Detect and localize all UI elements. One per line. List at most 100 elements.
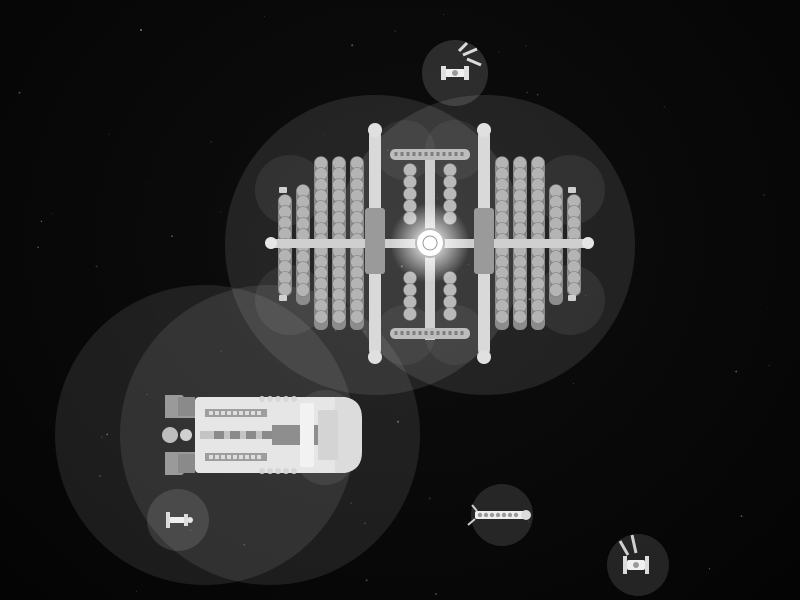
- pod: [314, 310, 328, 324]
- carrier-deck-details: [209, 396, 297, 474]
- frigate-stud: [507, 512, 513, 518]
- pylon-cap: [477, 123, 491, 137]
- bar-stud: [460, 331, 464, 335]
- frigate-stud: [495, 512, 501, 518]
- frigate-bottom[interactable]: [467, 504, 531, 526]
- engine-nozzle: [178, 397, 195, 416]
- star: [435, 593, 437, 595]
- hull-turret: [259, 468, 265, 474]
- deck-panel: [214, 431, 224, 439]
- deck-slot: [233, 455, 237, 459]
- star: [397, 420, 400, 423]
- star: [663, 106, 665, 108]
- frigate-turret: [521, 510, 531, 520]
- bar-stud: [448, 331, 452, 335]
- pod: [513, 310, 527, 324]
- station-top-bar: [390, 149, 470, 160]
- bar-stud: [418, 331, 422, 335]
- pylon-cap: [477, 350, 491, 364]
- star: [708, 568, 711, 570]
- pod: [549, 283, 563, 297]
- bar-stud: [436, 331, 440, 335]
- deck-slot: [209, 455, 213, 459]
- bar-stud: [454, 152, 458, 156]
- bar-stud: [400, 152, 404, 156]
- stern-turret: [180, 429, 192, 441]
- bar-stud: [454, 331, 458, 335]
- station-turret-icon: [279, 187, 576, 301]
- deck-slot: [233, 411, 237, 415]
- truss-end-cap: [265, 237, 277, 249]
- star: [100, 436, 103, 439]
- star: [437, 197, 439, 199]
- hull-turret: [259, 396, 265, 402]
- hull-turret: [291, 468, 297, 474]
- deck-slot: [209, 411, 213, 415]
- fighter-wing: [464, 66, 469, 80]
- deck-slot: [245, 455, 249, 459]
- star: [443, 13, 445, 16]
- deck-slot: [245, 411, 249, 415]
- fighter-wing: [623, 556, 627, 574]
- bar-stud: [448, 152, 452, 156]
- frigate-stud: [513, 512, 519, 518]
- frigate-stud: [483, 512, 489, 518]
- hull-turret: [291, 396, 297, 402]
- star: [61, 528, 63, 529]
- star: [394, 30, 396, 32]
- star: [37, 246, 39, 249]
- star: [108, 133, 110, 135]
- space-station[interactable]: [265, 123, 594, 364]
- star: [99, 474, 102, 477]
- star: [139, 28, 143, 32]
- bar-stud: [424, 152, 428, 156]
- deck-panel: [230, 431, 240, 439]
- star: [528, 298, 531, 301]
- star: [767, 308, 768, 310]
- pod: [332, 310, 346, 324]
- fighter-cockpit: [452, 70, 458, 76]
- bar-stud: [394, 152, 398, 156]
- pod: [403, 283, 417, 297]
- engine-nozzle: [178, 454, 195, 473]
- pod: [443, 187, 457, 201]
- pod: [443, 307, 457, 321]
- bow-tower: [300, 403, 314, 467]
- star: [210, 141, 213, 143]
- fighter-wing: [645, 556, 649, 574]
- star: [146, 394, 148, 395]
- pylon-cap: [368, 123, 382, 137]
- deck-slot: [227, 411, 231, 415]
- star: [585, 294, 587, 296]
- star: [387, 149, 389, 152]
- fighter-top[interactable]: [441, 41, 482, 80]
- star: [134, 22, 136, 23]
- fighter-left[interactable]: [166, 512, 193, 528]
- star: [40, 220, 43, 223]
- pod: [443, 175, 457, 189]
- bar-stud: [406, 331, 410, 335]
- pod: [403, 163, 417, 177]
- hull-turret: [283, 396, 289, 402]
- hull-turret: [275, 396, 281, 402]
- deck-slot: [251, 455, 255, 459]
- capital-ship[interactable]: [162, 395, 362, 475]
- fighter-wing: [184, 514, 188, 526]
- fighter-bottom-right[interactable]: [618, 534, 649, 574]
- star: [159, 316, 161, 318]
- frigate-stud: [501, 512, 507, 518]
- frigate-stud: [489, 512, 495, 518]
- bar-stud: [460, 152, 464, 156]
- deck-slot: [239, 455, 243, 459]
- deck-slot: [227, 455, 231, 459]
- star: [95, 265, 98, 268]
- fighter-wing: [441, 66, 446, 80]
- hull-turret: [283, 468, 289, 474]
- star: [148, 182, 150, 183]
- bar-stud: [424, 331, 428, 335]
- star: [525, 45, 527, 47]
- fighter-cockpit: [633, 562, 639, 568]
- bar-stud: [406, 152, 410, 156]
